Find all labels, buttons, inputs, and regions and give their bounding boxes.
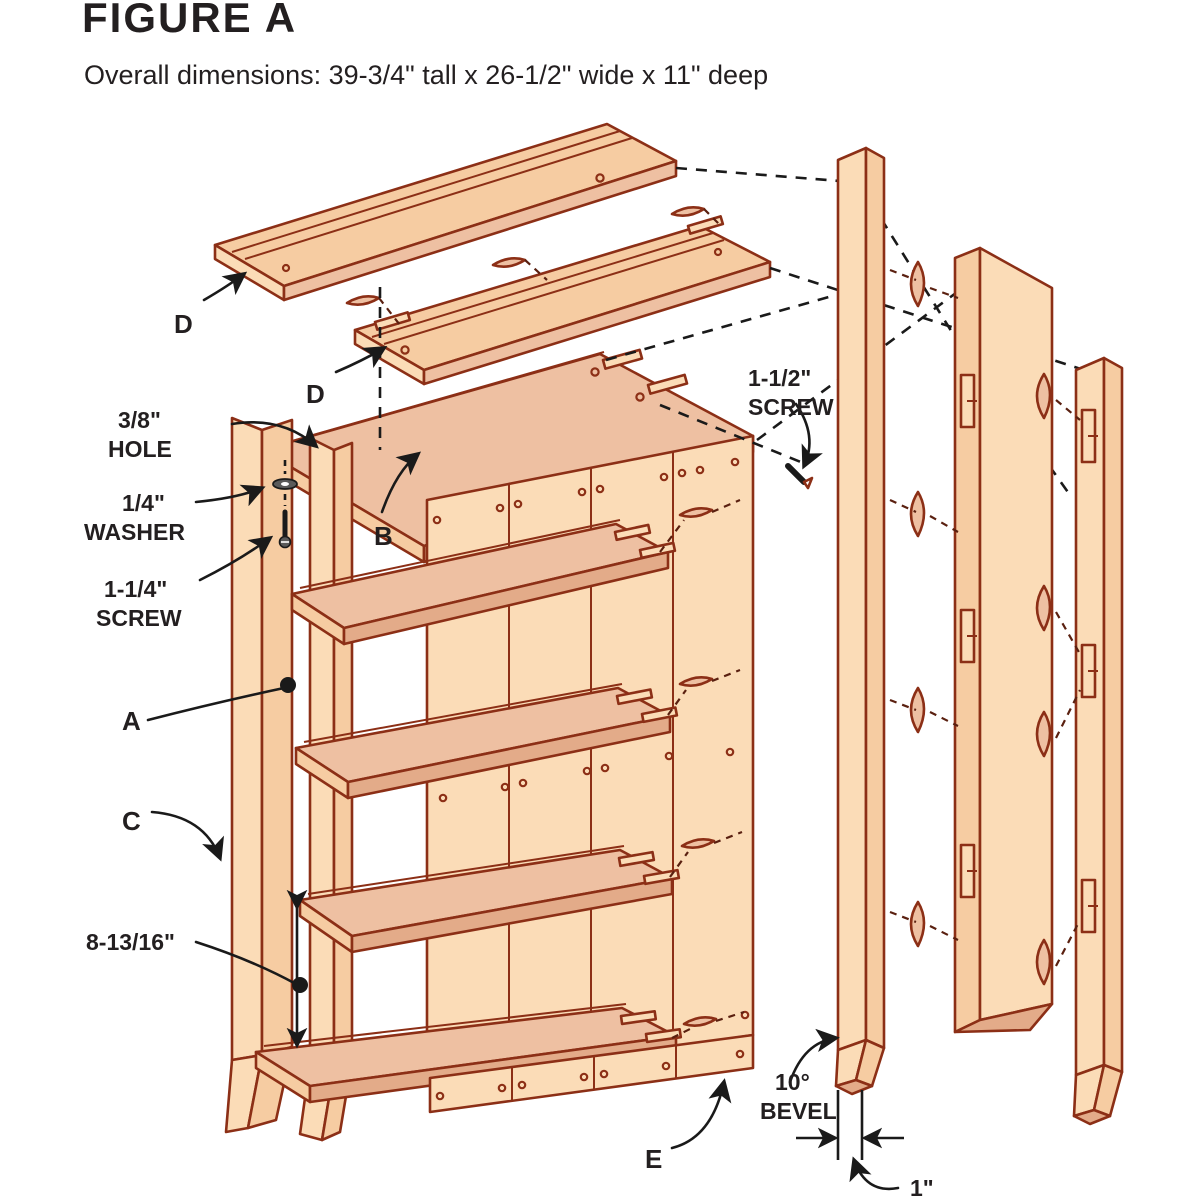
callout-d-second-leader — [334, 345, 388, 374]
part-label-b: B — [374, 521, 393, 551]
callout-e-leader — [670, 1078, 732, 1150]
shelf-1 — [290, 519, 677, 646]
shelf-2 — [294, 683, 679, 800]
part-e-bottom-shelf — [254, 1003, 755, 1114]
right-side-panel — [953, 246, 1054, 1034]
part-label-d-top: D — [174, 309, 193, 339]
shelf-3 — [298, 845, 681, 954]
callout-hole-line2: HOLE — [108, 436, 172, 462]
callout-a-leader — [146, 677, 296, 722]
biscuit-group-shelves — [659, 498, 745, 1039]
page-title: FIGURE A — [82, 0, 298, 41]
screw-glyph-small — [278, 509, 292, 549]
washer-glyph — [272, 460, 298, 506]
callout-bevel-leader — [788, 1028, 840, 1084]
right-stile-back — [1072, 356, 1124, 1126]
callout-shelf-spacing-leader — [194, 889, 308, 1049]
part-label-e: E — [645, 1144, 662, 1174]
overall-dimensions-text: Overall dimensions: 39-3/4" tall x 26-1/… — [84, 60, 769, 90]
part-label-d-second: D — [306, 379, 325, 409]
callout-shelf-spacing: 8-13/16" — [86, 929, 175, 955]
callout-screw-small-line1: 1-1/4" — [104, 576, 167, 602]
callout-leg-width: 1" — [910, 1175, 934, 1200]
biscuit-group-right — [889, 260, 1081, 986]
callout-b-leader — [380, 451, 422, 514]
callout-washer-line1: 1/4" — [122, 490, 165, 516]
screw-glyph-large — [785, 463, 814, 490]
leg-width-dimension — [796, 1090, 904, 1191]
callout-bevel-line2: BEVEL — [760, 1098, 837, 1124]
callout-screw-small-line2: SCREW — [96, 605, 182, 631]
callout-bevel-line1: 10° — [775, 1069, 810, 1095]
callout-d-top-leader — [202, 271, 248, 302]
callout-c-leader — [150, 810, 224, 862]
part-d-top-trim-upper — [213, 122, 678, 302]
callout-screw-small-leader — [198, 535, 274, 582]
part-d-top-trim-lower — [353, 215, 772, 386]
callout-hole-leader — [230, 421, 319, 449]
callout-screw-large-line1: 1-1/2" — [748, 365, 811, 391]
right-stile-front — [834, 146, 886, 1096]
callout-screw-large-line2: SCREW — [748, 394, 834, 420]
callout-washer-leader — [194, 484, 266, 507]
callout-hole-line1: 3/8" — [118, 407, 161, 433]
part-label-c: C — [122, 806, 141, 836]
callout-screw-large-leader — [794, 402, 823, 470]
callout-washer-line2: WASHER — [84, 519, 185, 545]
part-label-a: A — [122, 706, 141, 736]
